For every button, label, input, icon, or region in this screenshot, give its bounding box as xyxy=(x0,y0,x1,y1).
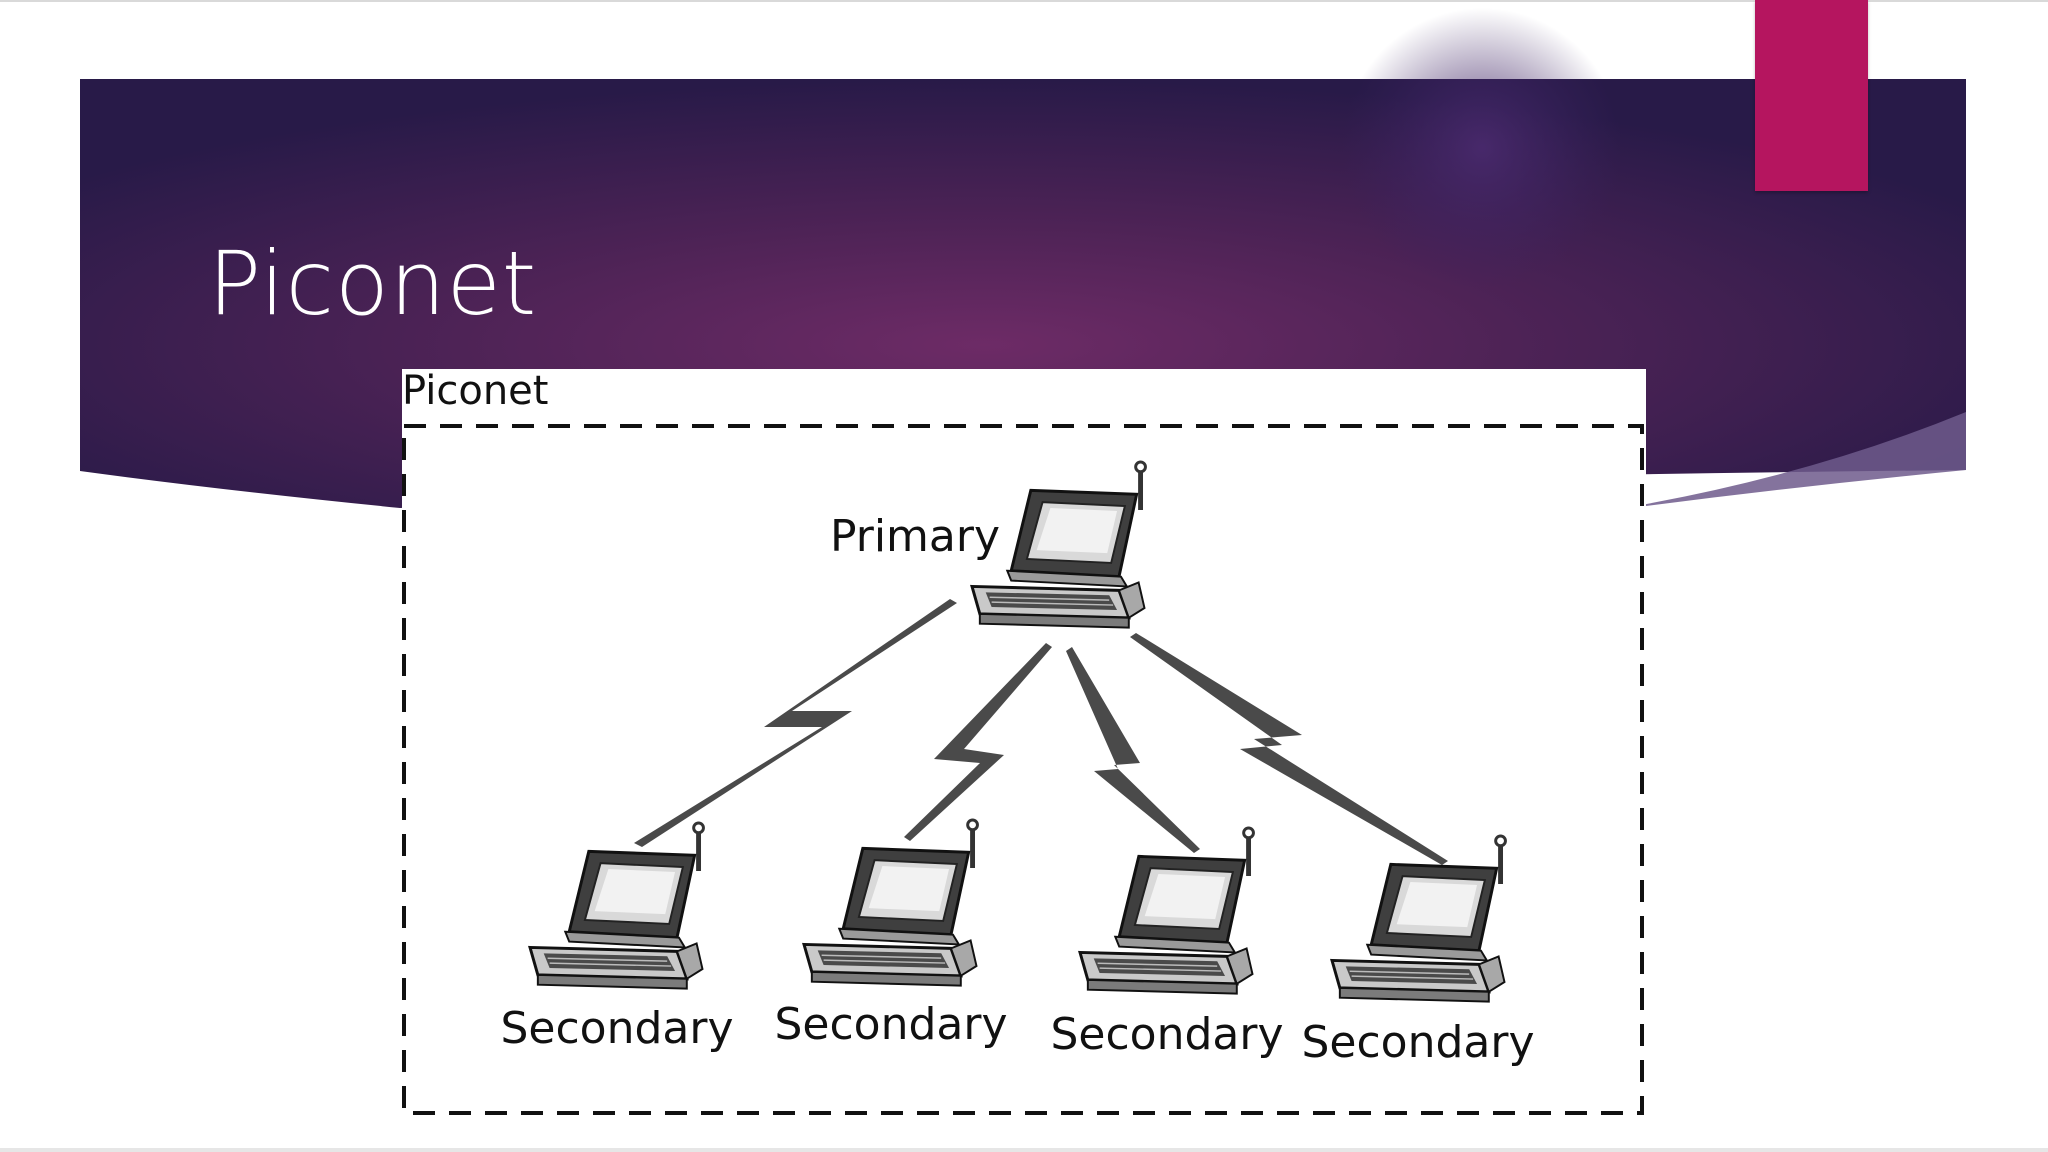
secondary-label-4: Secondary xyxy=(1301,1017,1535,1068)
bottom-divider xyxy=(0,1148,2048,1152)
radio-link-2 xyxy=(904,643,1052,841)
top-divider xyxy=(0,0,2048,2)
secondary-laptop-icon-1 xyxy=(530,823,703,989)
piconet-boundary xyxy=(402,424,1644,1115)
accent-tab xyxy=(1755,0,1868,191)
secondary-laptop-icon-3 xyxy=(1080,828,1253,994)
secondary-laptop-icon-2 xyxy=(804,820,977,986)
figure-caption: Piconet xyxy=(402,368,549,414)
secondary-laptop-icon-4 xyxy=(1332,836,1505,1002)
radio-link-3 xyxy=(1066,647,1200,853)
piconet-diagram xyxy=(402,424,1644,1115)
radio-link-1 xyxy=(634,599,957,847)
secondary-label-1: Secondary xyxy=(500,1003,734,1054)
secondary-label-2: Secondary xyxy=(774,999,1008,1050)
slide-title: Piconet xyxy=(208,232,538,335)
secondary-label-3: Secondary xyxy=(1050,1009,1284,1060)
piconet-figure: Piconet Primary Secondary Secondary Seco… xyxy=(402,369,1646,1117)
primary-label: Primary xyxy=(829,511,1000,562)
radio-link-4 xyxy=(1130,633,1448,865)
